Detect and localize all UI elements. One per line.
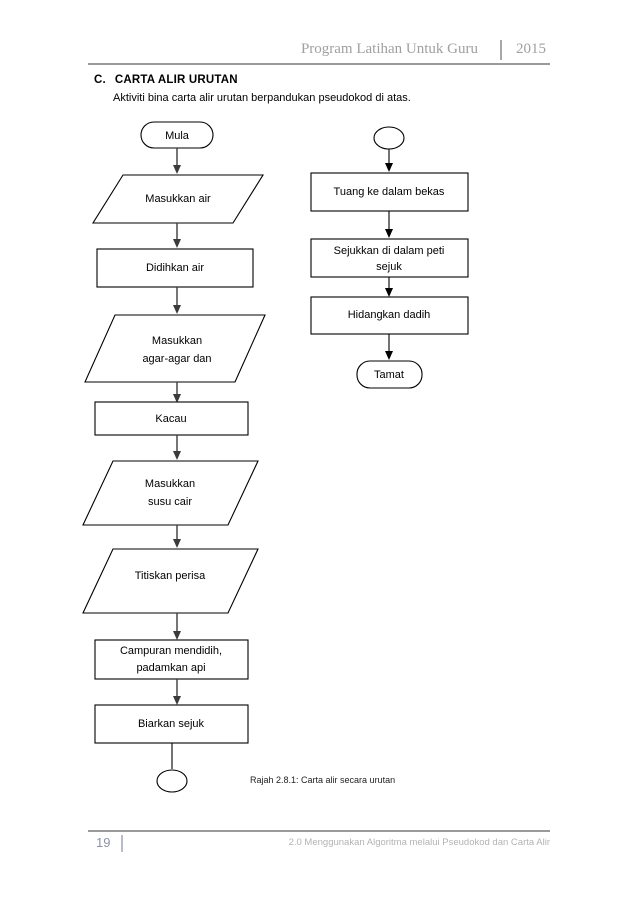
flow-node-tamat-label: Tamat [374, 369, 404, 381]
page-header: Program Latihan Untuk Guru 2015 [88, 38, 550, 65]
flow-arrow-masukkan-susu-cair-to-titiskan-perisa [173, 525, 181, 548]
flow-arrow-sejukkan-to-hidangkan [385, 277, 393, 297]
flow-node-connector-out [156, 769, 188, 793]
flow-node-kacau: Kacau [94, 401, 249, 436]
flow-node-tuang-ke-dalam-bekas-label: Tuang ke dalam bekas [334, 186, 445, 198]
flow-node-didihkan-air: Didihkan air [96, 248, 254, 288]
flow-arrow-kacau-to-masukkan-susu-cair [173, 435, 181, 460]
flow-arrow-masukkan-agar-agar-to-kacau [173, 382, 181, 403]
flow-node-titiskan-perisa: Titiskan perisa [82, 548, 259, 614]
header-title: Program Latihan Untuk Guru [300, 41, 478, 57]
flow-arrow-masukkan-air-to-didihkan-air [173, 223, 181, 248]
flow-arrow-didihkan-air-to-masukkan-agar-agar [173, 287, 181, 314]
flow-node-sejukkan-peti-label-1: Sejukkan di dalam peti [334, 245, 445, 257]
header-rule [88, 63, 550, 65]
flow-node-titiskan-perisa-label: Titiskan perisa [135, 570, 206, 582]
footer-divider [121, 835, 123, 852]
footer-text: 2.0 Menggunakan Algoritma melalui Pseudo… [288, 837, 550, 848]
flow-node-connector-in [373, 126, 405, 150]
header-year: 2015 [516, 41, 546, 57]
flow-node-campuran-mendidih: Campuran mendidih, padamkan api [94, 639, 249, 680]
section-subtitle: Aktiviti bina carta alir urutan berpandu… [113, 92, 411, 104]
flow-node-mula-label: Mula [165, 130, 190, 142]
flow-node-mula: Mula [140, 121, 214, 149]
flow-node-biarkan-sejuk: Biarkan sejuk [94, 704, 249, 744]
flow-node-biarkan-sejuk-label: Biarkan sejuk [138, 718, 205, 730]
header-divider [500, 40, 502, 60]
flow-arrow-titiskan-perisa-to-campuran-mendidih [173, 613, 181, 640]
flow-node-masukkan-susu-cair: Masukkan susu cair [82, 460, 259, 526]
flow-node-masukkan-agar-agar-label-2: agar-agar dan [142, 353, 211, 365]
flow-node-masukkan-air: Masukkan air [92, 174, 264, 224]
flow-node-masukkan-agar-agar: Masukkan agar-agar dan [84, 314, 266, 383]
section-heading: C. CARTA ALIR URUTAN [94, 74, 238, 86]
flow-node-masukkan-agar-agar-label-1: Masukkan [152, 335, 202, 347]
figure-caption: Rajah 2.8.1: Carta alir secara urutan [250, 775, 396, 785]
flow-node-kacau-label: Kacau [155, 413, 186, 425]
flow-arrow-campuran-mendidih-to-biarkan-sejuk [173, 679, 181, 705]
flow-arrow-mula-to-masukkan-air [173, 148, 181, 174]
flow-node-campuran-mendidih-label-2: padamkan api [136, 662, 205, 674]
flow-node-sejukkan-peti-label-2: sejuk [376, 261, 402, 273]
flow-arrow-hidangkan-to-tamat [385, 334, 393, 360]
flow-node-campuran-mendidih-label-1: Campuran mendidih, [120, 645, 222, 657]
flow-node-masukkan-susu-cair-label-2: susu cair [148, 496, 192, 508]
flow-node-hidangkan-dadih: Hidangkan dadih [310, 296, 469, 335]
flow-arrow-tuang-to-sejukkan [385, 211, 393, 238]
flow-arrow-connector-in-to-tuang [385, 149, 393, 172]
flow-node-masukkan-susu-cair-label-1: Masukkan [145, 478, 195, 490]
page-footer: 19 2.0 Menggunakan Algoritma melalui Pse… [88, 830, 550, 860]
flow-node-sejukkan-peti: Sejukkan di dalam peti sejuk [310, 238, 469, 278]
footer-page-number: 19 [96, 835, 111, 850]
flow-node-tuang-ke-dalam-bekas: Tuang ke dalam bekas [310, 172, 469, 212]
section-heading-text: CARTA ALIR URUTAN [114, 74, 238, 86]
section-letter: C. [94, 74, 106, 86]
footer-rule [88, 830, 550, 832]
flow-node-masukkan-air-label: Masukkan air [145, 193, 211, 205]
flow-node-tamat: Tamat [356, 360, 423, 389]
flow-node-hidangkan-dadih-label: Hidangkan dadih [348, 309, 431, 321]
flow-node-didihkan-air-label: Didihkan air [146, 262, 204, 274]
